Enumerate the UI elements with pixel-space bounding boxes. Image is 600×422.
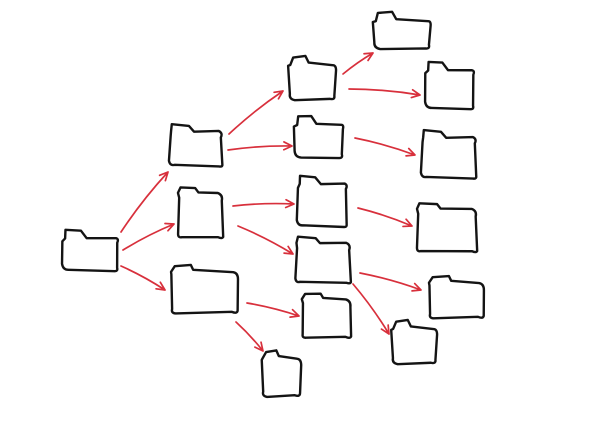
folder-icon-b2y — [389, 318, 439, 366]
folder-icon-c — [169, 263, 240, 315]
arrow-root-to-b — [122, 222, 175, 251]
folder-icon-a1x — [371, 10, 432, 51]
arrow-root-to-a — [120, 171, 169, 233]
folders-layer — [60, 10, 486, 399]
folder-icon-b1 — [295, 174, 348, 229]
arrow-c-to-c2 — [235, 321, 264, 352]
folder-icon-a2x — [419, 128, 478, 180]
arrow-a-to-a2 — [227, 141, 293, 151]
arrow-a1-to-a1x — [342, 52, 374, 75]
folder-icon-b — [176, 186, 225, 240]
arrow-b1-to-b1x — [357, 207, 413, 228]
arrow-a2-to-a2x — [354, 137, 416, 157]
folder-icon-a1y — [423, 60, 476, 111]
folder-icon-c2 — [260, 349, 303, 399]
arrow-c-to-c1 — [246, 302, 300, 318]
arrow-b-to-b2 — [237, 225, 294, 255]
folder-icon-b2x — [427, 274, 486, 320]
folder-icon-b2 — [294, 235, 353, 285]
folder-icon-c1 — [300, 292, 353, 340]
arrows-layer — [120, 52, 422, 352]
arrow-root-to-c — [120, 265, 166, 291]
arrow-a-to-a1 — [228, 90, 284, 135]
folder-icon-a1 — [286, 54, 338, 102]
folder-icon-root — [60, 228, 120, 273]
arrow-b-to-b1 — [232, 198, 295, 209]
folder-icon-a — [167, 122, 224, 168]
folder-icon-a2 — [292, 114, 345, 160]
folder-icon-b1x — [415, 202, 479, 254]
arrow-a1-to-a1y — [348, 88, 421, 99]
arrow-b2-to-b2x — [359, 272, 422, 292]
arrow-b2-to-b2y — [352, 283, 390, 335]
